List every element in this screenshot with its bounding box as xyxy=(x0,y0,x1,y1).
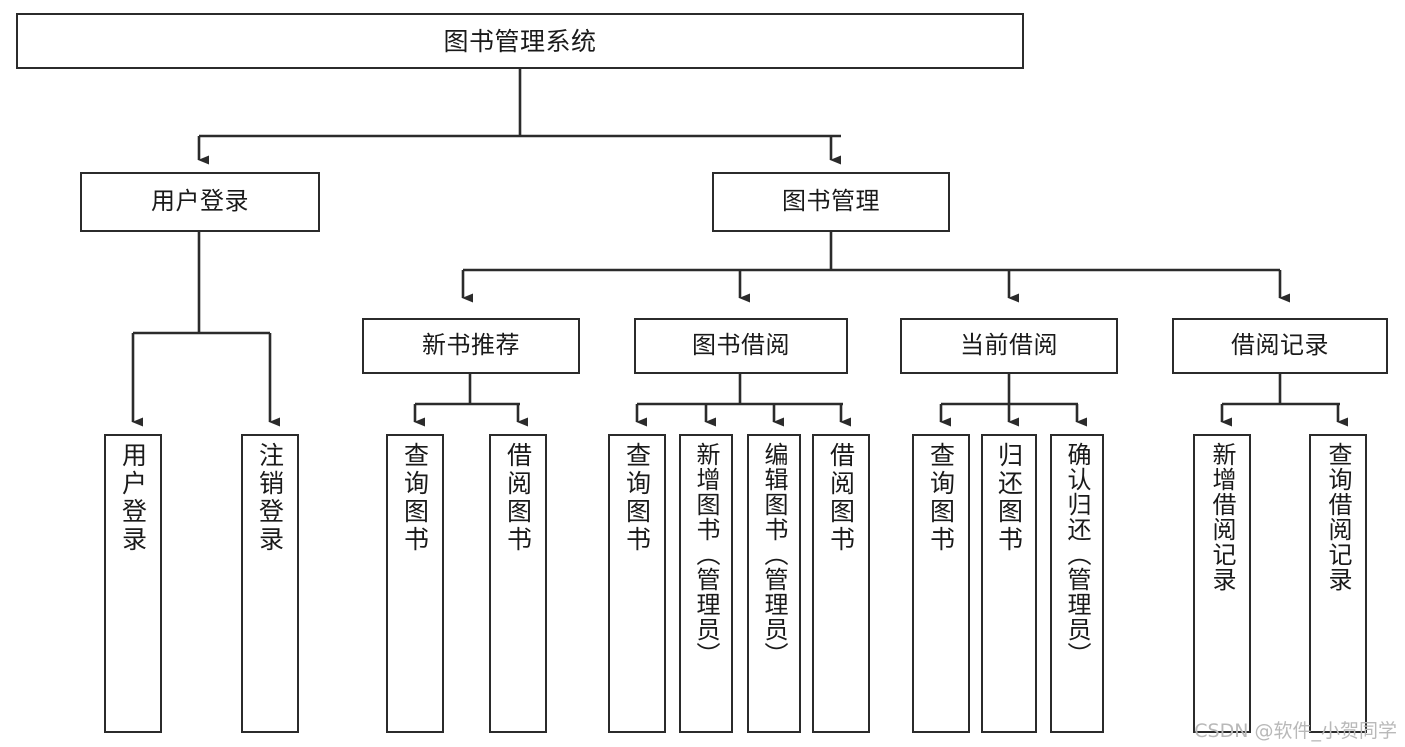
node-new-book-recommendation[interactable]: 新书推荐 xyxy=(362,318,580,374)
node-book-borrowing[interactable]: 图书借阅 xyxy=(634,318,848,374)
node-label: 借阅图书 xyxy=(503,442,533,554)
leaf-confirm-return-admin[interactable]: 确认归还（管理员） xyxy=(1050,434,1104,733)
leaf-edit-book-admin[interactable]: 编辑图书（管理员） xyxy=(747,434,801,733)
node-current-borrowing[interactable]: 当前借阅 xyxy=(900,318,1118,374)
leaf-return-book[interactable]: 归还图书 xyxy=(981,434,1037,733)
leaf-add-book-admin[interactable]: 新增图书（管理员） xyxy=(679,434,733,733)
node-label: 查询图书 xyxy=(400,442,430,554)
leaf-query-borrow-record[interactable]: 查询借阅记录 xyxy=(1309,434,1367,733)
leaf-query-book-recommend[interactable]: 查询图书 xyxy=(386,434,444,733)
leaf-query-book-borrow[interactable]: 查询图书 xyxy=(608,434,666,733)
leaf-query-book-current[interactable]: 查询图书 xyxy=(912,434,970,733)
leaf-add-borrow-record[interactable]: 新增借阅记录 xyxy=(1193,434,1251,733)
node-borrowing-record[interactable]: 借阅记录 xyxy=(1172,318,1388,374)
node-label: 编辑图书（管理员） xyxy=(760,442,788,667)
node-root-book-management-system[interactable]: 图书管理系统 xyxy=(16,13,1024,69)
leaf-borrow-book-recommend[interactable]: 借阅图书 xyxy=(489,434,547,733)
node-label: 新书推荐 xyxy=(422,331,520,360)
node-label: 图书管理系统 xyxy=(443,26,597,56)
node-label: 图书借阅 xyxy=(692,331,790,360)
node-label: 新增图书（管理员） xyxy=(692,442,720,667)
node-user-login[interactable]: 用户登录 xyxy=(80,172,320,232)
node-label: 图书管理 xyxy=(782,187,880,216)
leaf-logout[interactable]: 注销登录 xyxy=(241,434,299,733)
leaf-borrow-book[interactable]: 借阅图书 xyxy=(812,434,870,733)
leaf-user-login[interactable]: 用户登录 xyxy=(104,434,162,733)
node-label: 当前借阅 xyxy=(960,331,1058,360)
node-label: 归还图书 xyxy=(994,442,1024,554)
node-label: 新增借阅记录 xyxy=(1208,442,1236,592)
node-book-management[interactable]: 图书管理 xyxy=(712,172,950,232)
node-label: 查询借阅记录 xyxy=(1324,442,1352,592)
node-label: 借阅记录 xyxy=(1231,331,1329,360)
node-label: 确认归还（管理员） xyxy=(1063,442,1091,667)
node-label: 注销登录 xyxy=(255,442,285,554)
node-label: 用户登录 xyxy=(118,442,148,554)
node-label: 查询图书 xyxy=(926,442,956,554)
node-label: 借阅图书 xyxy=(826,442,856,554)
node-label: 用户登录 xyxy=(151,187,249,216)
node-label: 查询图书 xyxy=(622,442,652,554)
